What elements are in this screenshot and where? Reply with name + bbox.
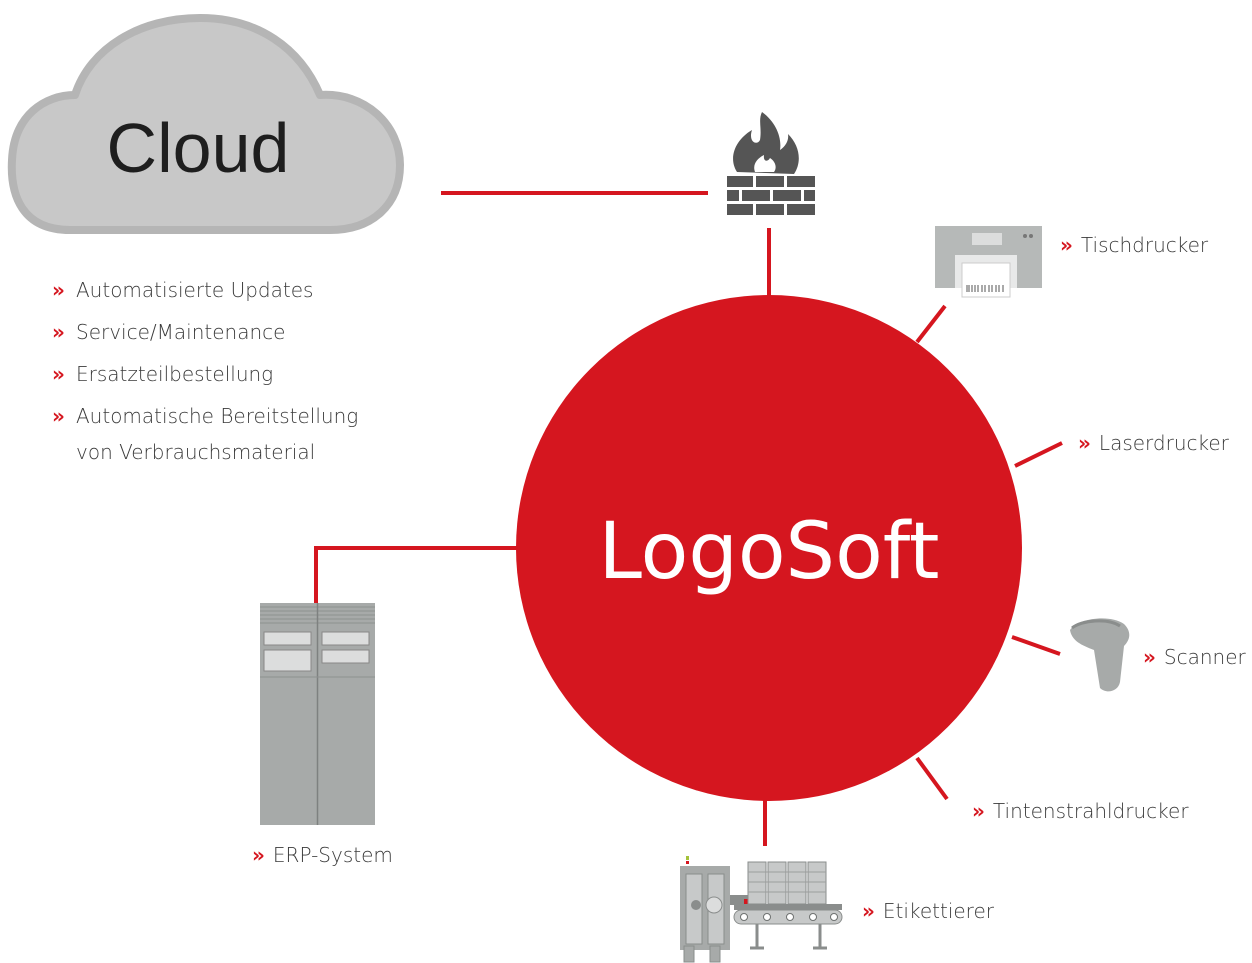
tischdrucker-line (915, 304, 947, 344)
feature-item-label: Automatisierte Updates (76, 278, 314, 302)
laserdrucker-text: Laserdrucker (1098, 431, 1229, 455)
bullet-chevron: » (1060, 233, 1073, 257)
tintenstrahldrucker-label: » Tintenstrahldrucker (972, 800, 1189, 822)
tischdrucker-text: Tischdrucker (1080, 233, 1209, 257)
feature-item: » Automatische Bereitstellung von Verbra… (52, 398, 376, 470)
connector-lines (314, 191, 1063, 846)
bullet-chevron: » (52, 404, 65, 428)
erp-line (314, 546, 517, 603)
cloud-feature-list: » Automatisierte Updates » Service/Maint… (52, 272, 376, 476)
laserdrucker-line (1014, 441, 1063, 468)
feature-item: » Automatisierte Updates (52, 272, 376, 308)
bullet-chevron: » (52, 278, 65, 302)
server-cabinet-icon (260, 603, 375, 825)
laserdrucker-label: » Laserdrucker (1078, 432, 1229, 454)
feature-item-label: Automatische Bereitstellung von Verbrauc… (76, 404, 359, 464)
tintenstrahldrucker-line (915, 756, 949, 801)
scanner-text: Scanner (1163, 645, 1246, 669)
feature-item: » Ersatzteilbestellung (52, 356, 376, 392)
tischdrucker-label: » Tischdrucker (1060, 234, 1208, 256)
bullet-chevron: » (862, 899, 875, 923)
tintenstrahldrucker-text: Tintenstrahldrucker (992, 799, 1189, 823)
firewall-icon (727, 112, 815, 215)
bullet-chevron: » (972, 799, 985, 823)
scanner-label: » Scanner (1143, 646, 1246, 668)
bullet-chevron: » (252, 843, 265, 867)
feature-item-label: Ersatzteilbestellung (76, 362, 274, 386)
bullet-chevron: » (1078, 431, 1091, 455)
logosoft-circle (516, 295, 1022, 801)
cloud-label: Cloud (107, 109, 290, 187)
bullet-chevron: » (1143, 645, 1156, 669)
bullet-chevron: » (52, 362, 65, 386)
barcode-scanner-icon (1070, 618, 1130, 692)
etikettierer-text: Etikettierer (882, 899, 994, 923)
feature-item-label: Service/Maintenance (76, 320, 286, 344)
cloud-icon (7, 14, 404, 234)
desktop-printer-icon (935, 226, 1042, 298)
logosoft-label: LogoSoft (599, 507, 940, 597)
scanner-line (1011, 635, 1061, 656)
feature-item: » Service/Maintenance (52, 314, 376, 350)
erp-text: ERP-System (272, 843, 393, 867)
etikettierer-label: » Etikettierer (862, 900, 994, 922)
labeling-machine-icon (680, 856, 843, 963)
erp-label: » ERP-System (252, 844, 393, 866)
bullet-chevron: » (52, 320, 65, 344)
